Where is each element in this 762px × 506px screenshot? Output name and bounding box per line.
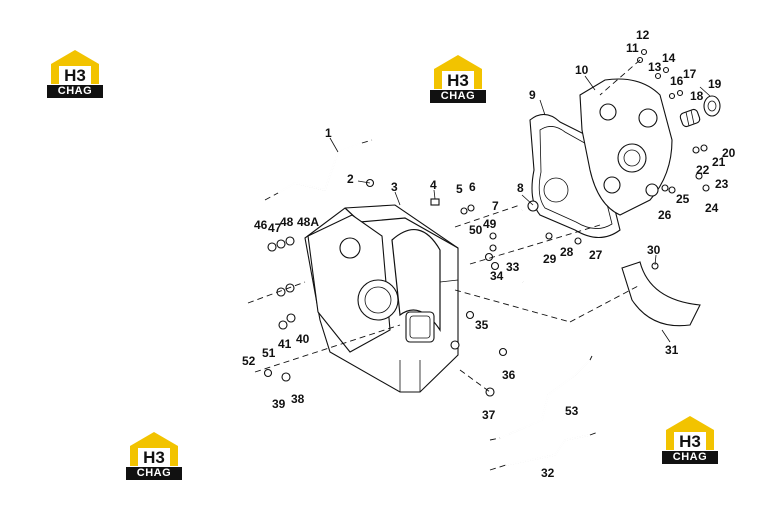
logo-text: H3 — [679, 432, 701, 451]
callout-35: 35 — [475, 318, 489, 332]
shield-plate-31 — [621, 261, 701, 327]
callout-21: 21 — [712, 155, 726, 169]
logo-text: H3 — [447, 71, 469, 90]
callout-34: 34 — [490, 269, 504, 283]
logo-label: CHAG — [430, 90, 486, 103]
callout-25: 25 — [676, 192, 690, 206]
brand-logo: H3 CHAG — [47, 48, 103, 98]
callout-36: 36 — [502, 368, 516, 382]
callout-8: 8 — [517, 181, 524, 195]
callout-4: 4 — [430, 178, 437, 192]
logo-mark: H3 — [51, 50, 99, 85]
callout-1: 1 — [325, 126, 332, 140]
callout-41: 41 — [278, 337, 292, 351]
tube-1 — [277, 142, 363, 194]
callout-labels: 1 2 3 4 5 6 7 8 9 10 11 12 13 14 16 17 1… — [242, 28, 736, 480]
callout-38: 38 — [291, 392, 305, 406]
callout-9: 9 — [529, 88, 536, 102]
filter-18 — [679, 108, 701, 128]
callout-22: 22 — [696, 163, 710, 177]
callout-50: 50 — [469, 223, 483, 237]
callout-23: 23 — [715, 177, 729, 191]
tube-32 — [505, 434, 591, 466]
cap-19 — [703, 95, 721, 117]
callout-37: 37 — [482, 408, 496, 422]
callout-52: 52 — [242, 354, 256, 368]
callout-11: 11 — [626, 41, 639, 55]
callout-5: 5 — [456, 182, 463, 196]
callout-12: 12 — [636, 28, 650, 42]
callout-6: 6 — [469, 180, 476, 194]
callout-26: 26 — [658, 208, 672, 222]
logo-mark: H3 — [434, 55, 482, 90]
hose-7 — [506, 209, 525, 283]
brand-logo: H3 CHAG — [126, 430, 182, 480]
logo-mark: H3 — [666, 416, 714, 451]
brand-logo: H3 CHAG — [662, 414, 718, 464]
logo-text: H3 — [64, 66, 86, 85]
logo-mark: H3 — [130, 432, 178, 467]
callout-2: 2 — [347, 172, 354, 186]
callout-28: 28 — [560, 245, 574, 259]
callout-53: 53 — [565, 404, 579, 418]
callout-7: 7 — [492, 199, 499, 213]
tube-53 — [499, 359, 591, 439]
callout-13: 13 — [648, 60, 662, 74]
callout-32: 32 — [541, 466, 555, 480]
callout-20: 20 — [722, 146, 736, 160]
callout-31: 31 — [665, 343, 679, 357]
callout-17: 17 — [683, 67, 697, 81]
fasteners — [263, 48, 710, 397]
callout-51: 51 — [262, 346, 276, 360]
logo-label: CHAG — [47, 85, 103, 98]
callout-14: 14 — [662, 51, 676, 65]
logo-label: CHAG — [662, 451, 718, 464]
callout-3: 3 — [391, 180, 398, 194]
brand-logo: H3 CHAG — [430, 53, 486, 103]
callout-27: 27 — [589, 248, 603, 262]
rear-cover-plate — [579, 78, 673, 216]
logo-label: CHAG — [126, 467, 182, 480]
logo-text: H3 — [143, 448, 165, 467]
callout-19: 19 — [708, 77, 722, 91]
callout-40: 40 — [296, 332, 310, 346]
callout-33: 33 — [506, 260, 520, 274]
callout-39: 39 — [272, 397, 286, 411]
callout-48A: 48A — [297, 215, 319, 229]
callout-48: 48 — [280, 215, 294, 229]
callout-24: 24 — [705, 201, 719, 215]
leader-lines — [329, 75, 711, 343]
callout-47: 47 — [268, 221, 282, 235]
callout-18: 18 — [690, 89, 704, 103]
callout-30: 30 — [647, 243, 661, 257]
assembly-guide-lines — [247, 59, 641, 471]
callout-16: 16 — [670, 74, 684, 88]
transmission-housing — [304, 204, 460, 393]
callout-49: 49 — [483, 217, 497, 231]
callout-10: 10 — [575, 63, 589, 77]
callout-46: 46 — [254, 218, 268, 232]
callout-29: 29 — [543, 252, 557, 266]
